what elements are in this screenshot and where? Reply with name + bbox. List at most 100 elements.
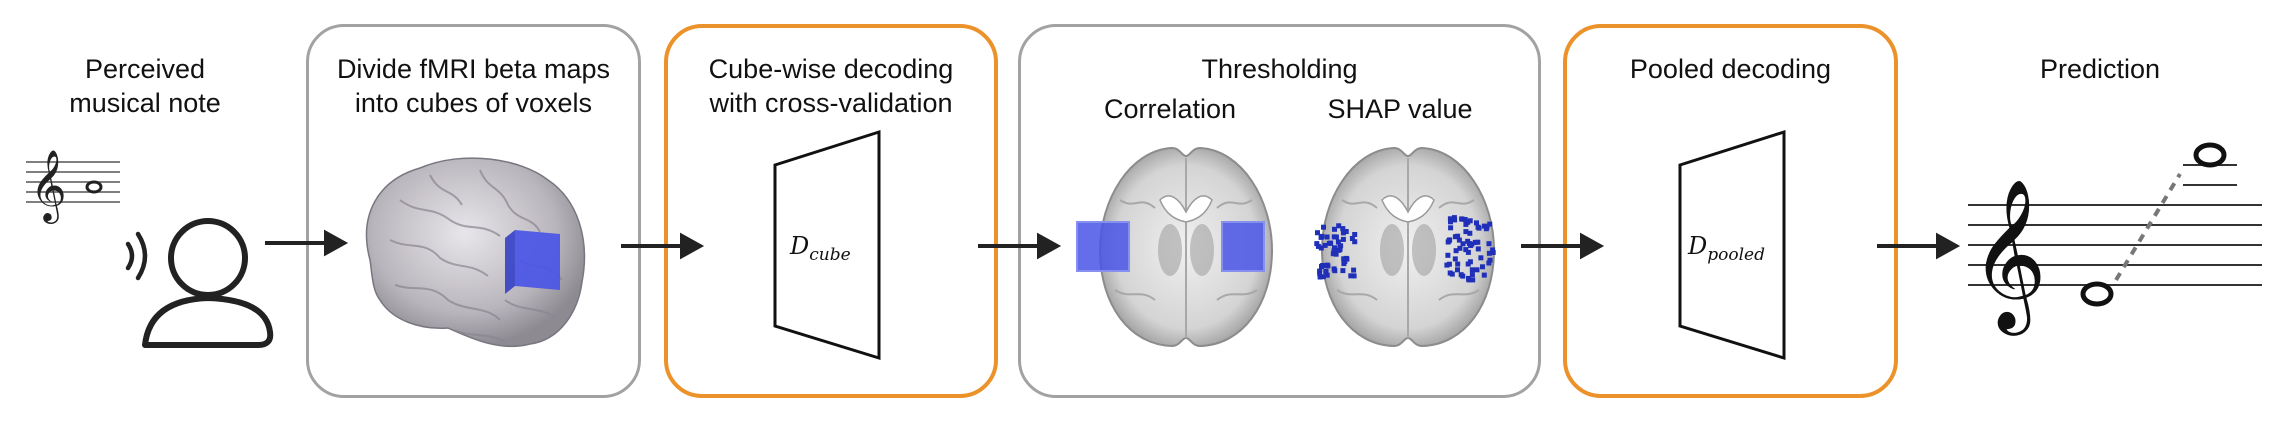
shap-voxel-dot bbox=[1465, 219, 1471, 225]
shap-voxel-dot bbox=[1452, 256, 1458, 262]
shap-voxel-dot bbox=[1451, 215, 1457, 221]
predicted-high-note-icon bbox=[2193, 142, 2227, 168]
shap-voxel-dot bbox=[1335, 239, 1341, 245]
shap-voxel-dot bbox=[1317, 271, 1323, 277]
shap-voxel-dot bbox=[1459, 216, 1465, 222]
pooled-decoder-label: Dpooled bbox=[1687, 232, 1765, 265]
shap-voxel-dot bbox=[1458, 272, 1464, 278]
shap-voxel-dot bbox=[1317, 274, 1323, 280]
shap-voxel-dot bbox=[1478, 255, 1484, 261]
shap-voxel-dot bbox=[1332, 226, 1337, 232]
cube-decoding-stage-box bbox=[664, 24, 998, 398]
thresholding-title-line-1: Thresholding bbox=[1201, 54, 1358, 84]
pooled-decoding-stage-box bbox=[1563, 24, 1898, 398]
shap-voxel-dot bbox=[1467, 218, 1473, 224]
shap-voxel-dot bbox=[1487, 221, 1493, 227]
cube-decoder-label: Dcube bbox=[789, 232, 851, 265]
perceived-title-line-2: musical note bbox=[69, 88, 221, 118]
shap-voxel-dot bbox=[1486, 241, 1492, 247]
transition-dashed-line bbox=[2114, 172, 2182, 282]
shap-voxel-dot bbox=[1343, 255, 1349, 261]
shap-voxel-dot bbox=[1446, 261, 1452, 267]
shap-voxel-dot bbox=[1463, 247, 1469, 253]
arrow-2 bbox=[680, 232, 705, 260]
shap-value-label: SHAP value bbox=[1327, 94, 1473, 124]
shap-voxel-dot bbox=[1462, 217, 1468, 222]
whole-note-icon bbox=[85, 180, 103, 194]
shap-voxel-dot bbox=[1467, 259, 1473, 265]
prediction-title: Prediction bbox=[1960, 52, 2240, 86]
shap-voxel-dot bbox=[1469, 272, 1475, 278]
shap-voxel-dot bbox=[1319, 264, 1324, 269]
cube-decoding-title: Cube-wise decoding with cross-validation bbox=[664, 52, 998, 120]
arrow-3 bbox=[1037, 232, 1062, 260]
shap-voxel-dot bbox=[1322, 242, 1328, 248]
shap-voxel-dot bbox=[1490, 250, 1496, 255]
shap-voxel-dot bbox=[1463, 229, 1469, 235]
shap-voxel-dot bbox=[1352, 232, 1358, 237]
input-staff: 𝄞 bbox=[26, 148, 120, 224]
shap-voxel-dot bbox=[1453, 248, 1459, 254]
shap-voxel-dot bbox=[1340, 236, 1346, 242]
shap-voxel-dot bbox=[1452, 234, 1458, 240]
shap-voxel-dot bbox=[1331, 248, 1337, 254]
shap-voxel-dot bbox=[1457, 245, 1463, 251]
shap-voxel-dot bbox=[1487, 257, 1493, 263]
divide-stage-box bbox=[306, 24, 641, 398]
shap-voxel-dot bbox=[1447, 216, 1453, 222]
arrow-1 bbox=[324, 229, 349, 257]
pooled-decoder-icon: Dpooled bbox=[1678, 129, 1786, 361]
cube-decoding-title-line-1: Cube-wise decoding bbox=[708, 54, 954, 84]
shap-voxel-dot bbox=[1468, 243, 1474, 248]
shap-voxel-dot bbox=[1470, 277, 1476, 283]
shap-voxel-dot bbox=[1448, 225, 1454, 231]
shap-voxel-dot bbox=[1349, 236, 1355, 241]
flow-arrows bbox=[265, 229, 1961, 260]
shap-voxel-dot bbox=[1318, 245, 1324, 251]
shap-voxel-dot bbox=[1321, 224, 1326, 230]
shap-voxel-dot bbox=[1465, 249, 1471, 255]
prediction-treble-clef-icon: 𝄞 bbox=[1970, 177, 2047, 336]
shap-voxel-dot bbox=[1449, 271, 1455, 277]
shap-voxel-dot bbox=[1332, 268, 1338, 274]
treble-clef-icon: 𝄞 bbox=[30, 148, 67, 224]
brain-slice-correlation bbox=[1076, 146, 1274, 348]
thresholding-title: Thresholding bbox=[1018, 52, 1541, 86]
shap-voxel-dot bbox=[1455, 261, 1461, 267]
arrow-4 bbox=[1580, 232, 1605, 260]
shap-voxel-dot bbox=[1324, 262, 1330, 268]
shap-voxel-dot bbox=[1475, 246, 1481, 252]
shap-voxel-dot bbox=[1474, 220, 1479, 226]
shap-voxel-dot bbox=[1340, 230, 1346, 236]
pooled-decoding-title-line-1: Pooled decoding bbox=[1629, 54, 1832, 84]
shap-voxel-dot bbox=[1348, 273, 1354, 279]
shap-voxel-dot bbox=[1323, 268, 1329, 274]
shap-voxel-dot bbox=[1455, 267, 1460, 273]
shap-voxel-dot bbox=[1486, 250, 1492, 256]
shap-voxel-dot bbox=[1336, 223, 1342, 229]
thresholding-stage-box bbox=[1018, 24, 1541, 398]
shap-voxel-dot bbox=[1326, 240, 1332, 246]
shap-voxel-dot bbox=[1315, 243, 1321, 249]
correlation-cube-left bbox=[1077, 222, 1129, 271]
shap-voxel-dot bbox=[1320, 274, 1326, 280]
sound-waves-icon bbox=[125, 231, 148, 281]
shap-voxel-dot bbox=[1467, 230, 1473, 236]
cube-decoding-title-line-2: with cross-validation bbox=[709, 88, 953, 118]
shap-voxel-dot bbox=[1333, 251, 1339, 257]
shap-voxel-dot bbox=[1486, 260, 1492, 266]
brain-slice-shap bbox=[1314, 146, 1496, 348]
predicted-low-note-icon bbox=[2080, 281, 2114, 307]
shap-voxel-dot bbox=[1472, 239, 1478, 245]
perceived-title-line-1: Perceived bbox=[84, 54, 206, 84]
shap-voxel-dot bbox=[1483, 226, 1489, 232]
prediction-title-line-1: Prediction bbox=[2039, 54, 2161, 84]
person-icon bbox=[142, 218, 274, 348]
shap-voxel-dot bbox=[1337, 246, 1343, 252]
shap-voxel-dot bbox=[1340, 226, 1346, 232]
shap-voxel-dot bbox=[1351, 273, 1357, 279]
correlation-label: Correlation bbox=[1103, 94, 1237, 124]
shap-voxel-dot bbox=[1324, 272, 1330, 278]
shap-voxel-dot bbox=[1481, 223, 1487, 229]
